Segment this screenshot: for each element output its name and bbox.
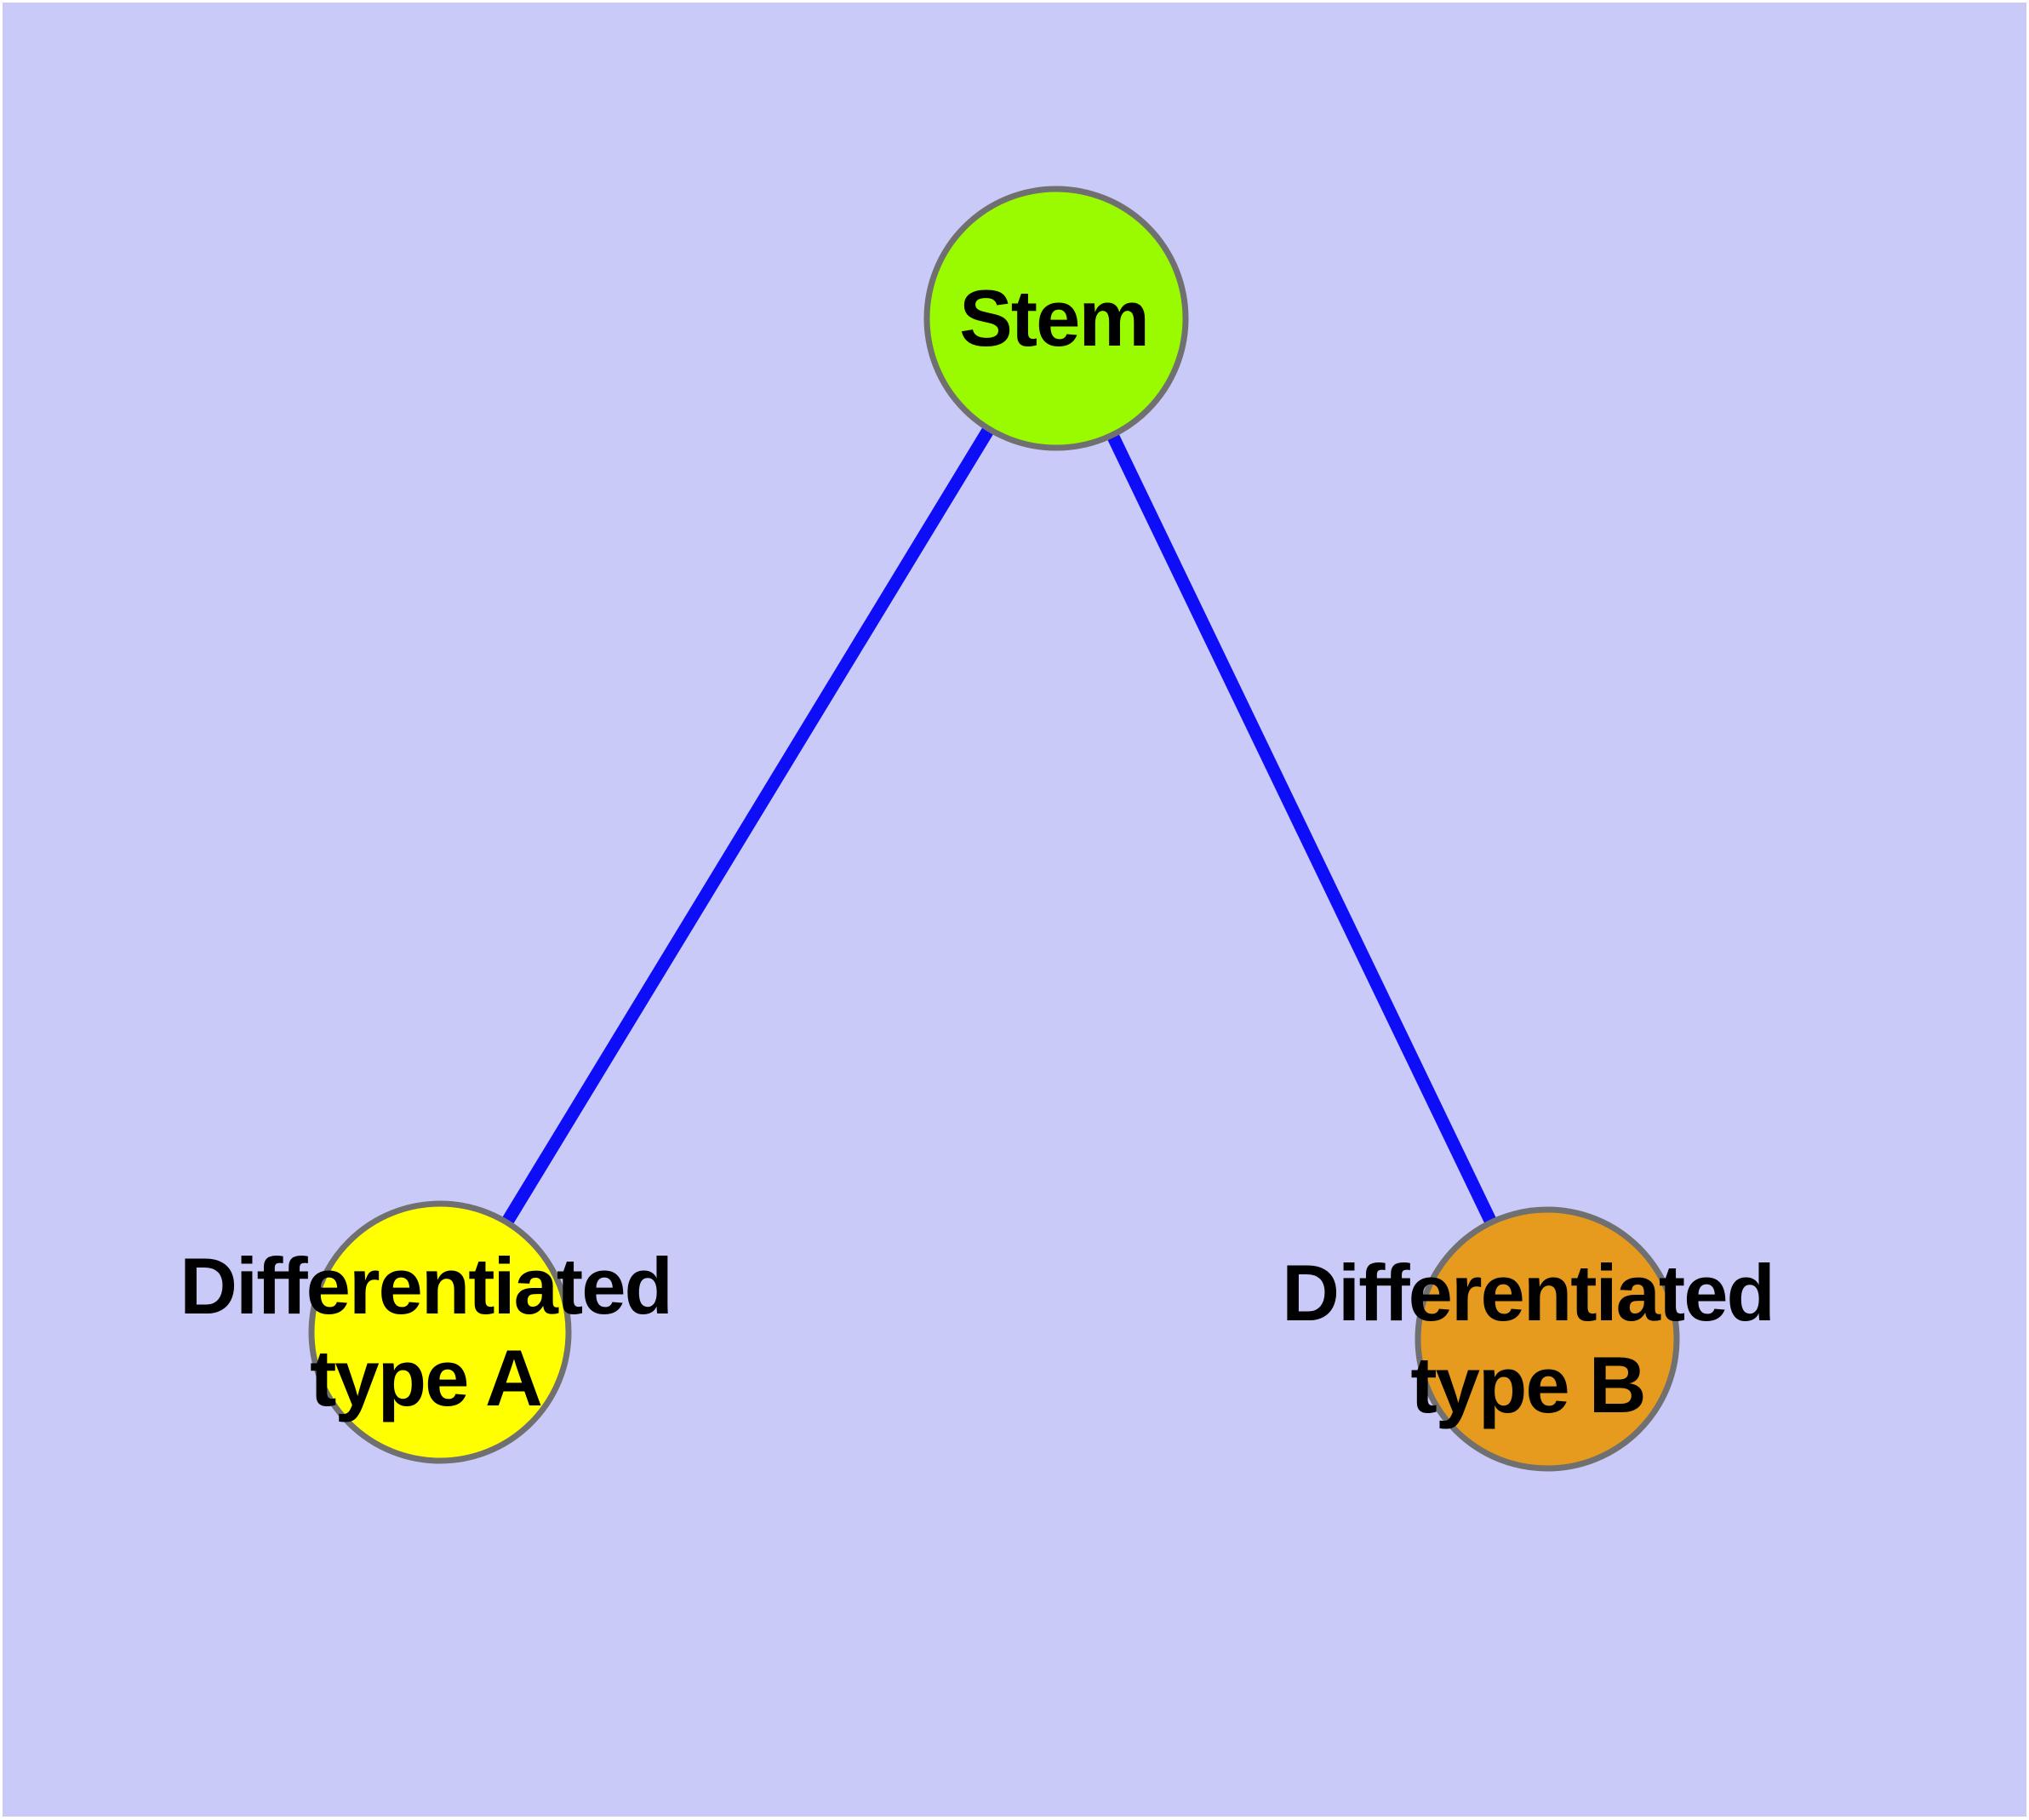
edge-stem-to-type-b xyxy=(1050,315,1553,1342)
node-type-a-label: Differentiated type A xyxy=(180,1241,673,1422)
node-stem-circle xyxy=(923,186,1189,451)
node-type-b-label: Differentiated type B xyxy=(1282,1248,1775,1429)
node-type-b-circle xyxy=(1415,1206,1680,1472)
graph-svg xyxy=(308,186,1680,1472)
edge-stem-to-type-a xyxy=(434,315,1062,1336)
node-type-a-circle xyxy=(308,1200,572,1464)
node-stem-label: Stem xyxy=(959,273,1150,363)
diagram-canvas: Stem Differentiated type A Differentiate… xyxy=(3,3,2026,1817)
